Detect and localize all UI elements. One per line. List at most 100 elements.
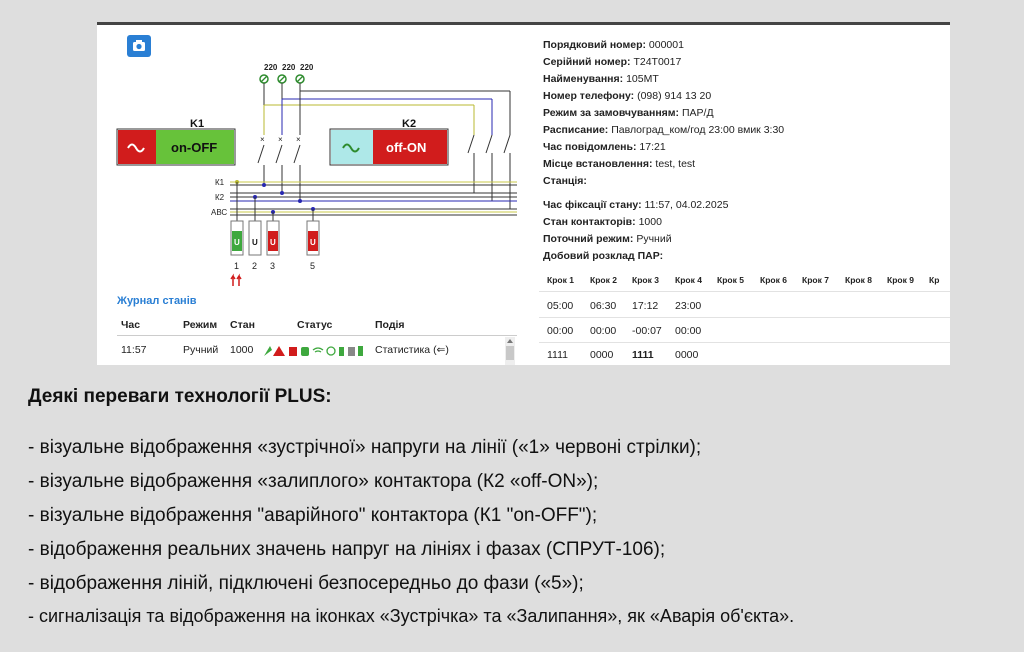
sim-icon [348,347,355,356]
advantage-line: - відображення реальних значень напруг н… [28,539,666,560]
svg-text:×: × [296,135,301,144]
step-cell: 23:00 [675,300,702,312]
warning-icon [289,347,297,356]
k1-state: on-OFF [171,140,217,155]
log-scrollbar[interactable] [505,337,515,365]
log-row-state: 1000 [230,344,254,356]
info-schedule: Расписание: Павлоград_ком/год 23:00 вмик… [543,124,785,136]
svg-text:U: U [270,238,276,247]
advantages-heading: Деякі переваги технології PLUS: [28,386,332,407]
step-header: Крок 1 [547,275,574,285]
voltage-label: 220 [282,63,296,72]
battery-icon [339,347,344,356]
log-title: Журнал станів [117,295,197,307]
info-station: Станція: [543,175,587,187]
svg-text:U: U [310,238,316,247]
ac-wave-icon [127,143,145,153]
step-header: Крок 8 [845,275,872,285]
info-contactor-state: Стан контакторів: 1000 [543,216,662,228]
log-row-time: 11:57 [121,344,147,356]
fuse-3: U 3 [266,220,280,271]
advantage-line: - сигналізація та відображення на іконка… [28,606,795,626]
info-serial-number: Серійний номер: T24T0017 [543,56,682,68]
contactor-k2: K2 off-ON [329,118,449,166]
step-header: Крок 5 [717,275,744,285]
step-header: Кр [929,275,940,285]
alarm-icon [273,346,285,356]
step-cell: 00:00 [590,325,617,337]
fuse-1: U 1 [230,220,244,286]
step-cell: 00:00 [675,325,702,337]
k2-indicator [331,130,373,164]
plug-icon [264,346,272,356]
door-icon [358,346,363,356]
phone-icon [301,347,309,356]
fuse-number: 1 [234,261,239,271]
info-message-time: Час повідомлень: 17:21 [543,141,666,153]
step-header: Крок 6 [760,275,787,285]
step-header: Крок 7 [802,275,829,285]
info-current-mode: Поточний режим: Ручний [543,233,672,245]
log-row-mode: Ручний [183,344,219,356]
voltage-label: 220 [300,63,314,72]
screenshot-panel: 220 220 220 × × × [97,22,950,365]
status-icons [262,344,372,356]
k1-indicator [118,130,156,164]
fuse-5: U 5 [306,220,320,271]
step-cell: 0000 [675,349,699,361]
info-default-mode: Режим за замовчуванням: ПАР/Д [543,107,714,119]
line-label: К2 [215,193,225,202]
log-col-state: Стан [230,319,255,331]
step-cell: 05:00 [547,300,574,312]
reverse-voltage-arrows-icon [230,273,242,286]
advantage-line: - візуальне відображення "аварійного" ко… [28,505,598,526]
step-header: Крок 2 [590,275,617,285]
clock-icon [326,346,336,356]
fuse-number: 2 [252,261,257,271]
voltage-label: 220 [264,63,278,72]
ac-wave-icon [342,143,360,153]
step-header: Крок 3 [632,275,659,285]
log-col-time: Час [121,319,141,331]
wifi-icon [312,347,324,353]
svg-text:×: × [278,135,283,144]
fuse-number: 5 [310,261,315,271]
step-cell: 00:00 [547,325,574,337]
k1-label: K1 [190,118,204,130]
log-col-status: Статус [297,319,333,331]
k2-state: off-ON [386,140,426,155]
step-cell: 0000 [590,349,614,361]
advantage-line: - візуальне відображення «залиплого» кон… [28,471,599,492]
camera-icon [133,40,145,51]
info-phone: Номер телефону: (098) 914 13 20 [543,90,712,102]
step-header: Крок 4 [675,275,702,285]
info-fix-time: Час фіксації стану: 11:57, 04.02.2025 [543,199,729,211]
step-header: Крок 9 [887,275,914,285]
step-cell: 06:30 [590,300,617,312]
svg-text:U: U [234,238,240,247]
svg-text:×: × [260,135,265,144]
contactor-k1: K1 on-OFF [116,118,236,166]
info-location: Місце встановлення: test, test [543,158,696,170]
info-serial-order: Порядковий номер: 000001 [543,39,684,51]
log-col-event: Подія [375,319,405,331]
step-cell: 1111 [632,349,654,361]
fuse-2: U 2 [248,220,262,271]
line-label: К1 [215,178,225,187]
step-cell: 17:12 [632,300,659,312]
line-label: АВС [211,208,227,217]
log-row[interactable]: 11:57 Ручний 1000 Статистика (⇐) [117,337,517,363]
advantage-line: - візуальне відображення «зустрічної» на… [28,437,702,458]
svg-text:U: U [252,238,258,247]
fuse-number: 3 [270,261,275,271]
contactor-schematic: 220 220 220 × × × [116,63,517,286]
k2-label: K2 [402,118,416,130]
info-name: Найменування: 105МТ [543,73,659,85]
info-daily-schedule: Добовий розклад ПАР: [543,250,664,262]
step-cell: -00:07 [632,325,662,337]
voltage-indicator: 220 220 220 [259,63,314,84]
advantage-line: - відображення ліній, підключені безпосе… [28,573,584,594]
log-row-event: Статистика (⇐) [375,344,449,356]
step-cell: 1111 [547,349,569,361]
camera-button[interactable] [127,35,151,57]
